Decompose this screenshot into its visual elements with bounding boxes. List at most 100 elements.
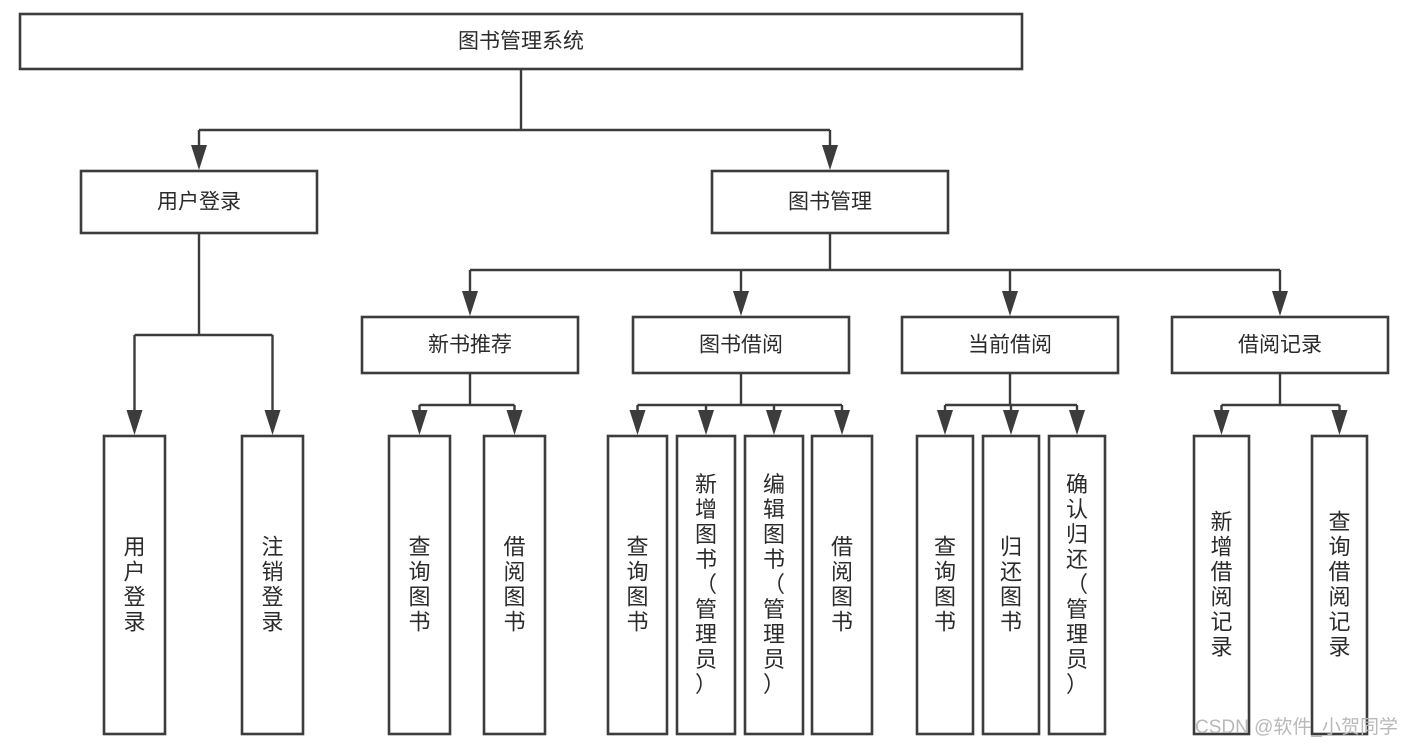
node-label-char: 图 <box>695 522 717 547</box>
node-l1-0[interactable]: 用户登录 <box>79 169 319 235</box>
node-box[interactable] <box>18 12 1024 71</box>
node-box[interactable] <box>606 434 669 736</box>
connector-group-l2-2 <box>937 373 1085 435</box>
arrow-head-icon <box>1331 410 1348 435</box>
node-label-char: 归 <box>1066 522 1088 547</box>
arrow-head-icon <box>834 410 850 435</box>
node-label-char: 借 <box>1210 560 1232 585</box>
node-label-char: 销 <box>261 560 283 585</box>
node-label-char: 书 <box>1000 610 1022 635</box>
node-label-char: 管 <box>763 597 785 622</box>
node-label-char: 用 <box>123 535 145 560</box>
node-box[interactable] <box>387 434 452 736</box>
arrow-head-icon <box>126 410 143 435</box>
node-label-char: 阅 <box>1210 585 1232 610</box>
node-l2-2[interactable]: 当前借阅 <box>900 315 1120 375</box>
node-box[interactable] <box>1170 315 1390 375</box>
node-label-char: ） <box>1066 672 1088 697</box>
node-label-char: 询 <box>1328 535 1350 560</box>
node-label-char: 书 <box>763 547 785 572</box>
node-l3-0[interactable]: 用户登录 <box>102 434 167 736</box>
node-box[interactable] <box>915 434 975 736</box>
node-l1-1[interactable]: 图书管理 <box>710 169 950 235</box>
node-label-char: 员 <box>1066 647 1088 672</box>
node-label: 当前借阅 <box>968 334 1052 357</box>
node-label-char: 管 <box>1066 597 1088 622</box>
node-box[interactable] <box>900 315 1120 375</box>
arrow-head-icon <box>411 410 428 435</box>
arrow-head-icon <box>506 410 523 435</box>
node-label-char: 新 <box>1210 510 1232 535</box>
node-label-char: 录 <box>261 610 283 635</box>
node-label: 新书推荐 <box>428 334 512 357</box>
node-label-char: 理 <box>763 622 785 647</box>
node-label-char: 查 <box>1328 510 1350 535</box>
node-label: 图书管理 <box>788 191 872 214</box>
node-layer: 图书管理系统用户登录图书管理新书推荐图书借阅当前借阅借阅记录用户登录注销登录查询… <box>18 12 1390 736</box>
node-label-char: 登 <box>261 585 283 610</box>
node-l2-1[interactable]: 图书借阅 <box>631 315 851 375</box>
node-box[interactable] <box>675 434 737 736</box>
node-label-char: 阅 <box>503 560 525 585</box>
node-label-char: 查 <box>626 535 648 560</box>
node-label-char: 记 <box>1328 610 1350 635</box>
arrow-head-icon <box>698 410 714 435</box>
node-box[interactable] <box>1047 434 1107 736</box>
node-label-char: 书 <box>934 610 956 635</box>
node-box[interactable] <box>810 434 874 736</box>
node-box[interactable] <box>981 434 1041 736</box>
node-label-char: 认 <box>1066 497 1088 522</box>
node-box[interactable] <box>1310 434 1369 736</box>
arrow-head-icon <box>264 410 281 435</box>
node-label: 图书借阅 <box>699 334 783 357</box>
node-box[interactable] <box>482 434 547 736</box>
connector-layer <box>126 69 1348 435</box>
node-label-char: 图 <box>1000 585 1022 610</box>
node-box[interactable] <box>102 434 167 736</box>
node-label-char: 查 <box>408 535 430 560</box>
arrow-head-icon <box>1213 410 1230 435</box>
connector-group-l2-0 <box>411 373 523 435</box>
node-label-char: （ <box>695 572 717 597</box>
node-box[interactable] <box>710 169 950 235</box>
arrow-head-icon <box>822 145 838 170</box>
arrow-head-icon <box>1272 291 1288 316</box>
node-label-char: 图 <box>626 585 648 610</box>
node-label-char: 还 <box>1066 547 1088 572</box>
node-label-char: 阅 <box>831 560 853 585</box>
node-l2-0[interactable]: 新书推荐 <box>360 315 580 375</box>
node-label-char: ） <box>695 672 717 697</box>
node-label-char: 编 <box>763 472 785 497</box>
node-box[interactable] <box>240 434 305 736</box>
node-label-char: 理 <box>1066 622 1088 647</box>
node-l2-3[interactable]: 借阅记录 <box>1170 315 1390 375</box>
node-box[interactable] <box>743 434 805 736</box>
arrow-head-icon <box>1003 410 1019 435</box>
node-box[interactable] <box>1192 434 1251 736</box>
node-label-char: 图 <box>408 585 430 610</box>
node-box[interactable] <box>631 315 851 375</box>
node-label-char: 图 <box>831 585 853 610</box>
node-label-char: 员 <box>695 647 717 672</box>
node-box[interactable] <box>360 315 580 375</box>
node-label-char: 户 <box>123 560 145 585</box>
node-label-char: 确 <box>1066 472 1088 497</box>
arrow-head-icon <box>462 291 478 316</box>
node-label-char: 理 <box>695 622 717 647</box>
node-label-char: 书 <box>408 610 430 635</box>
node-box[interactable] <box>79 169 319 235</box>
node-root[interactable]: 图书管理系统 <box>18 12 1024 71</box>
